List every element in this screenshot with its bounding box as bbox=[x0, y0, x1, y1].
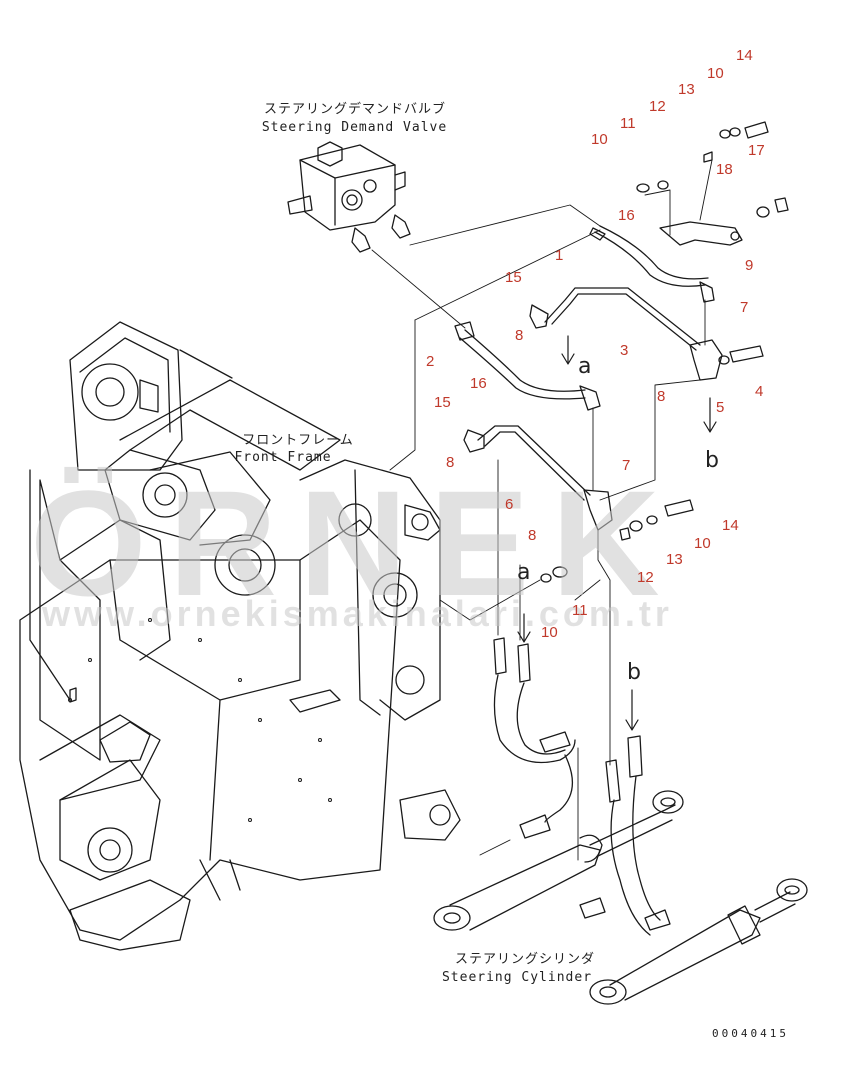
callout-7-b: 7 bbox=[622, 457, 631, 474]
callout-8-d: 8 bbox=[528, 527, 537, 544]
callout-8: 8 bbox=[515, 327, 524, 344]
pipe-3 bbox=[544, 287, 723, 381]
callout-12: 12 bbox=[649, 98, 666, 115]
valve-label-jp: ステアリングデマンドバルブ bbox=[263, 102, 446, 117]
flow-arrows bbox=[517, 335, 717, 731]
frame-label-jp: フロントフレーム bbox=[242, 433, 354, 448]
hardware bbox=[540, 121, 789, 583]
cylinder-label-jp: ステアリングシリンダ bbox=[454, 952, 595, 967]
callout-5: 5 bbox=[716, 399, 725, 416]
flow-letter-a: a bbox=[578, 354, 592, 379]
flow-letter-b: b bbox=[705, 448, 719, 473]
flow-letter-a-2: a bbox=[517, 560, 531, 585]
callout-16-b: 16 bbox=[470, 375, 487, 392]
callout-4: 4 bbox=[755, 383, 764, 400]
callout-10: 10 bbox=[707, 65, 724, 82]
callout-6: 6 bbox=[505, 496, 514, 513]
callout-1: 1 bbox=[555, 247, 564, 264]
callout-10-d: 10 bbox=[541, 624, 558, 641]
steering-cylinder-lower bbox=[589, 878, 808, 1005]
callout-13-b: 13 bbox=[666, 551, 683, 568]
pipe-6 bbox=[477, 425, 613, 531]
hose-2 bbox=[454, 321, 601, 411]
hose-1 bbox=[589, 225, 715, 303]
callout-14: 14 bbox=[736, 47, 753, 64]
callout-11-b: 11 bbox=[572, 602, 588, 619]
flow-letter-b-2: b bbox=[627, 660, 641, 685]
callout-10-b: 10 bbox=[591, 131, 608, 148]
steering-demand-valve bbox=[287, 141, 411, 253]
callout-8-b: 8 bbox=[657, 388, 666, 405]
callout-12-b: 12 bbox=[637, 569, 654, 586]
steering-cylinder-upper bbox=[433, 790, 684, 931]
callout-18: 18 bbox=[716, 161, 733, 178]
callout-14-b: 14 bbox=[722, 517, 739, 534]
callout-10-c: 10 bbox=[694, 535, 711, 552]
callout-7: 7 bbox=[740, 299, 749, 316]
callout-15-b: 15 bbox=[434, 394, 451, 411]
front-frame bbox=[19, 321, 461, 951]
cylinder-label-en: Steering Cylinder bbox=[441, 970, 593, 985]
figure-code: 00040415 bbox=[712, 1027, 789, 1040]
callout-16: 16 bbox=[618, 207, 635, 224]
callout-11: 11 bbox=[620, 115, 636, 132]
callout-15: 15 bbox=[505, 269, 522, 286]
callout-8-c: 8 bbox=[446, 454, 455, 471]
frame-label-en: Front Frame bbox=[234, 450, 332, 465]
callout-17: 17 bbox=[748, 142, 765, 159]
cylinder-hoses bbox=[493, 637, 671, 936]
callout-9: 9 bbox=[745, 257, 754, 274]
callout-2: 2 bbox=[426, 353, 435, 370]
valve-label-en: Steering Demand Valve bbox=[261, 120, 448, 135]
callout-3: 3 bbox=[620, 342, 629, 359]
callout-13: 13 bbox=[678, 81, 695, 98]
